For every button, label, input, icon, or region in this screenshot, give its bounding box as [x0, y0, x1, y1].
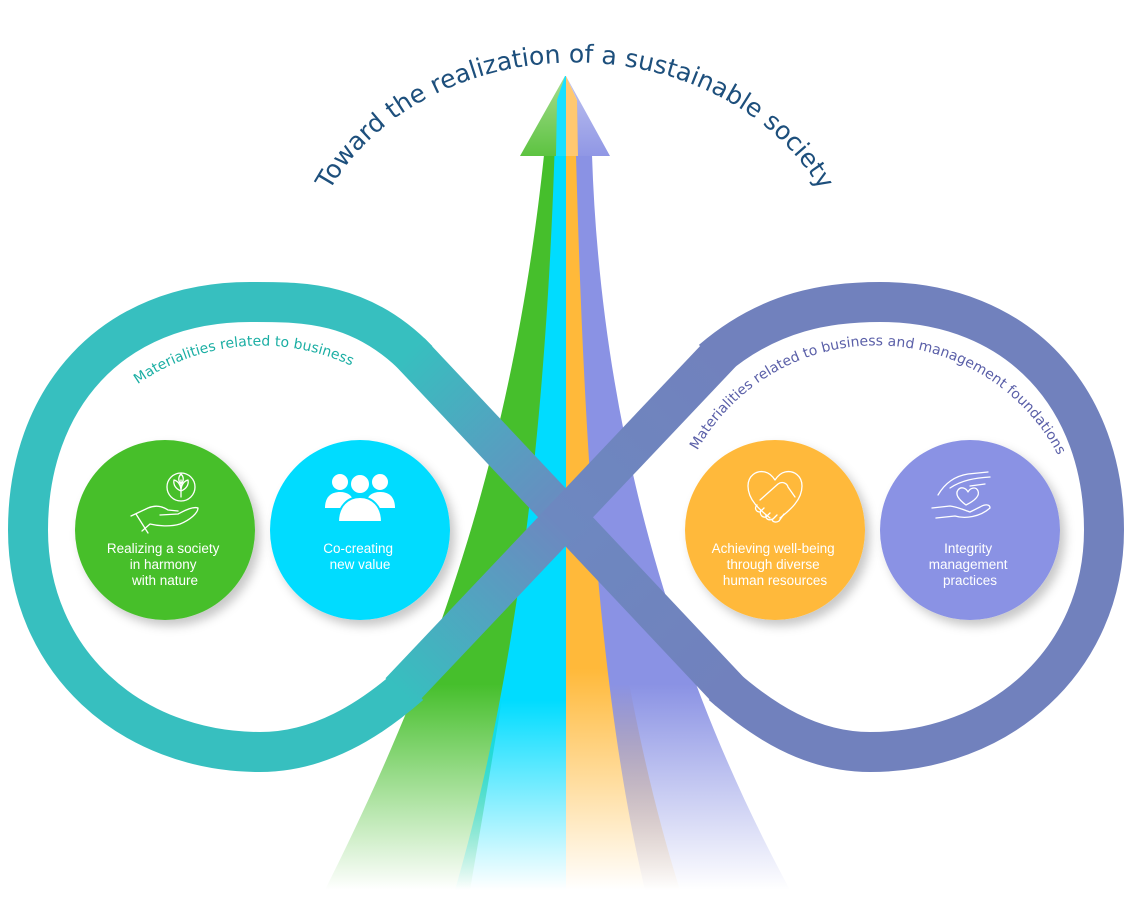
materiality-cocreation — [270, 440, 450, 620]
left-loop-label: Materialities related to business — [131, 334, 356, 388]
materiality-circle — [270, 440, 450, 620]
materiality-circle — [685, 440, 865, 620]
materiality-label: Integrity management practices — [929, 541, 1012, 588]
arrow-stripe-green — [325, 155, 560, 890]
arrow-stripe-orange — [566, 100, 680, 890]
materiality-label: Achieving well-being through diverse hum… — [712, 541, 839, 588]
arrow-stripe-cyan — [455, 100, 566, 890]
arrow-head-cyan — [556, 76, 566, 156]
crossing-band-purple — [385, 338, 737, 706]
materiality-integrity — [880, 440, 1060, 620]
arrow-head-green — [520, 76, 565, 156]
left-loop — [7, 281, 433, 773]
arrow-head-orange — [566, 76, 578, 156]
upward-arrow — [325, 76, 790, 890]
right-loop — [698, 281, 1125, 773]
handshake-heart-icon — [747, 470, 803, 523]
materiality-wellbeing — [685, 440, 865, 620]
materiality-label: Realizing a society in harmony with natu… — [107, 541, 223, 588]
people-group-icon — [325, 473, 395, 523]
infinity-loop — [7, 281, 1125, 773]
hands-protecting-heart-icon — [931, 471, 991, 519]
materiality-circle — [880, 440, 1060, 620]
materiality-nature — [75, 440, 255, 620]
materiality-label: Co-creating new value — [323, 541, 397, 572]
hand-holding-leaf-icon — [130, 472, 199, 534]
arrow-head-purple — [566, 76, 610, 156]
materiality-circle — [75, 440, 255, 620]
arrow-stripe-purple — [576, 155, 790, 890]
